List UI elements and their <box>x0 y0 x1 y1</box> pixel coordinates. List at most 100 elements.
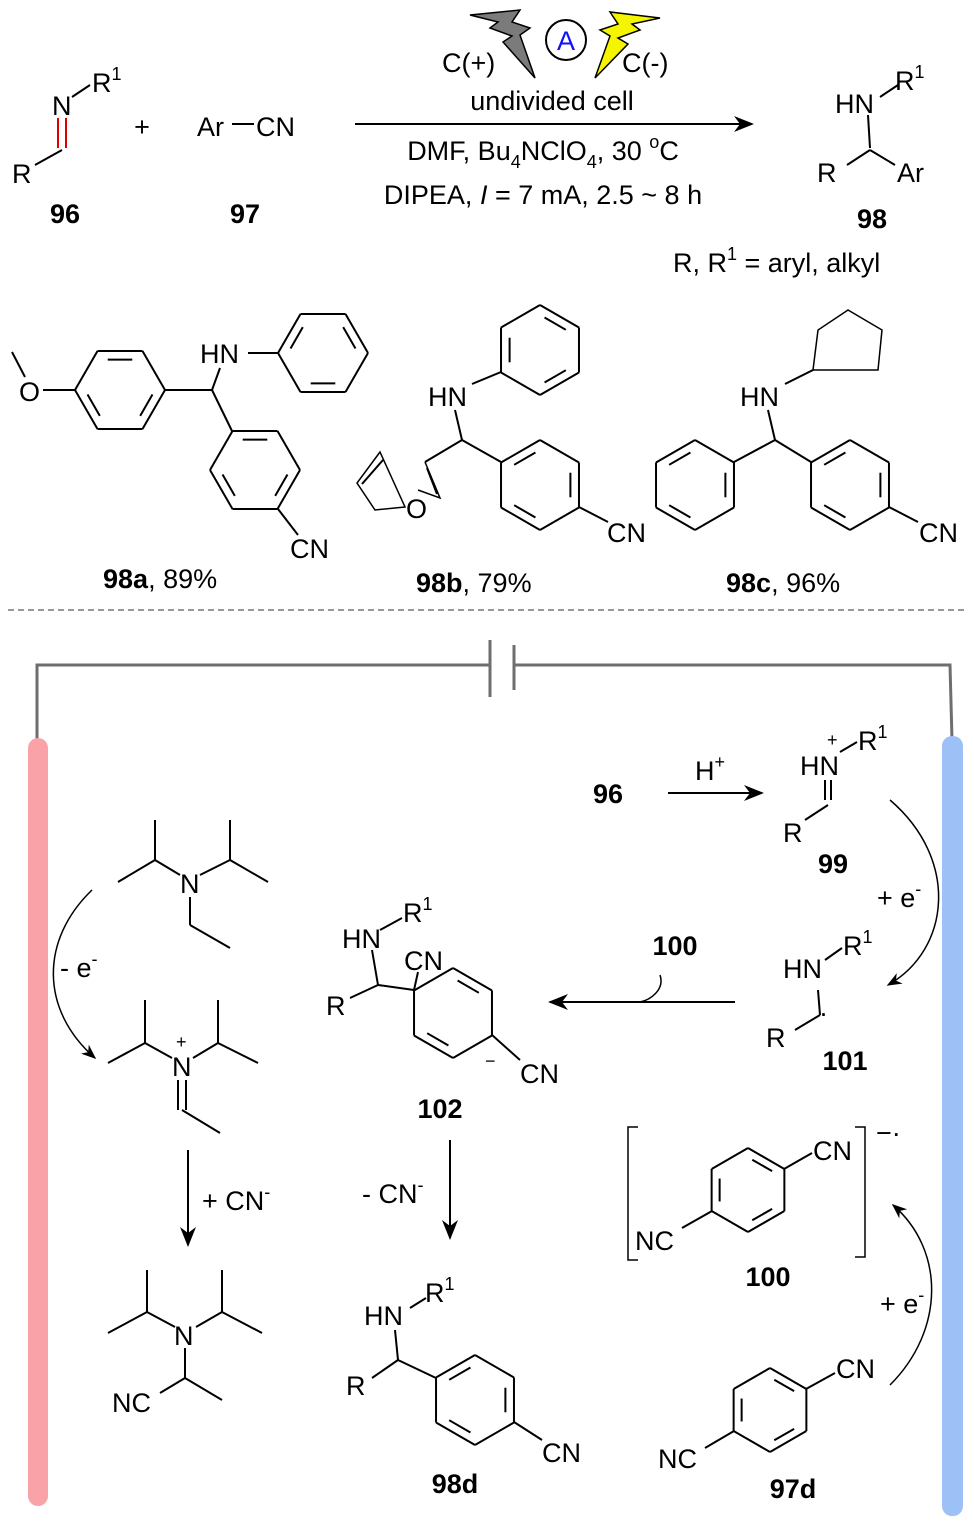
bond <box>681 1210 713 1229</box>
ring-bond <box>655 439 696 464</box>
bond <box>117 859 156 883</box>
radical-anion-charge: −· <box>876 1118 901 1148</box>
cn-label: CN <box>542 1438 581 1468</box>
double-bond <box>544 316 567 331</box>
cn-label: CN <box>919 518 958 548</box>
double-bond <box>448 1419 471 1434</box>
ring-bond <box>277 352 302 393</box>
ring-bond <box>655 506 696 531</box>
n-label: N <box>172 1052 192 1082</box>
ring-bond <box>539 506 580 531</box>
bond <box>888 506 919 523</box>
bond <box>867 114 871 149</box>
nc-label: NC <box>112 1388 151 1418</box>
cn-label: CN <box>290 534 329 564</box>
double-bond <box>513 451 536 466</box>
bond <box>379 917 403 931</box>
bond <box>181 1109 221 1134</box>
bond <box>349 984 379 999</box>
bond <box>394 1329 399 1361</box>
bond <box>154 859 181 876</box>
radical-dot: · <box>819 998 828 1028</box>
bond <box>733 439 776 463</box>
ring-bond <box>539 304 580 329</box>
bond <box>192 1042 219 1059</box>
bond <box>869 149 896 166</box>
bond <box>454 409 463 441</box>
cyanide-addition-label: + CN- <box>202 1182 270 1216</box>
ring-bond <box>277 313 302 354</box>
ring-bond <box>769 1367 807 1390</box>
double-bond <box>751 1207 773 1222</box>
ring-bond <box>474 1421 515 1446</box>
ring-bond <box>500 371 541 396</box>
double-bond <box>342 326 357 349</box>
anode-electrode <box>28 738 48 1506</box>
bond <box>879 84 899 98</box>
lightning-bolt-gray-icon <box>469 9 536 79</box>
ring-bond <box>413 967 454 992</box>
adduct-102: HN R1 CN R − CN 102 <box>326 894 559 1124</box>
compound-label: 100 <box>652 931 697 961</box>
double-bond <box>668 451 691 466</box>
compound-label: 102 <box>417 1094 462 1124</box>
oxidation-arrow <box>52 889 97 1059</box>
bracket-right <box>855 1126 866 1258</box>
bond <box>774 439 812 463</box>
compound-label: 101 <box>822 1046 867 1076</box>
hn-label: HN <box>740 382 779 412</box>
bond <box>184 1377 223 1401</box>
ring-bond <box>276 469 301 510</box>
bracket-left <box>627 1126 638 1261</box>
ring-bond <box>747 1210 785 1233</box>
hn-label: HN <box>200 339 239 369</box>
r-label: R <box>766 1023 786 1053</box>
example-label: 98c, 96% <box>726 568 840 598</box>
product-98: HN R1 R Ar 98 <box>817 62 925 234</box>
hn-label: HN <box>835 89 874 119</box>
double-bond <box>823 451 846 466</box>
cn-label: CN <box>520 1059 559 1089</box>
cn-label: CN <box>607 518 646 548</box>
ring-bond <box>141 350 166 391</box>
nc-label: NC <box>635 1226 674 1256</box>
bond <box>784 369 814 385</box>
plus-sign: + <box>134 112 150 142</box>
n-label: N <box>180 869 200 899</box>
cn-label: CN <box>404 946 443 976</box>
ring-bond <box>733 1367 771 1390</box>
bond <box>413 971 419 991</box>
bond <box>377 984 415 991</box>
ring-bond <box>747 1147 785 1170</box>
double-bond <box>773 1378 795 1393</box>
compound-label: 97 <box>230 199 260 229</box>
reduction-arrow <box>889 1204 933 1386</box>
bond <box>277 508 299 536</box>
bond <box>839 741 858 753</box>
bond <box>229 859 269 883</box>
nitrile-97: Ar CN 97 <box>197 112 295 229</box>
bond <box>805 1372 836 1390</box>
r1-label: R1 <box>92 64 122 98</box>
conditions-line-2: DIPEA, I = 7 mA, 2.5 ~ 8 h <box>384 180 702 210</box>
conditions-line-1: DMF, Bu4NClO4, 30 oC <box>407 132 679 172</box>
compound-label: 100 <box>745 1262 790 1292</box>
compound-label: 98 <box>857 204 887 234</box>
bond <box>107 1042 146 1064</box>
double-bond <box>274 474 289 497</box>
cn-label: CN <box>813 1136 852 1166</box>
ammeter-icon: A <box>545 19 587 61</box>
compound-label: 98d <box>432 1469 479 1499</box>
bond <box>424 439 463 463</box>
o-label: O <box>19 377 40 407</box>
bond <box>195 1311 223 1328</box>
example-98c: HN CN 98c, 96% <box>726 382 958 598</box>
compound-label: 96 <box>50 199 80 229</box>
r1-label: R1 <box>895 62 925 96</box>
bond <box>211 389 233 432</box>
ring-bond <box>711 1147 749 1170</box>
ring-bond <box>74 350 99 391</box>
ring-bond <box>849 506 890 531</box>
bond <box>794 1014 821 1031</box>
